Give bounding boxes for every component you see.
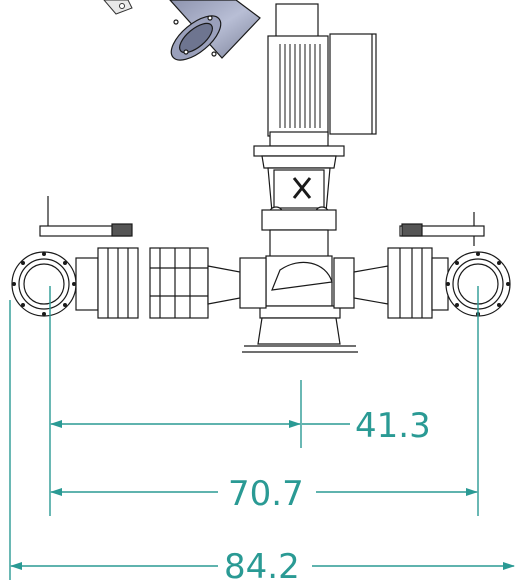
dimension-lines	[10, 420, 515, 570]
dimension-label-70-7: 70.7	[228, 474, 304, 514]
dimension-label-84-2: 84.2	[224, 547, 300, 587]
small-bracket-fragment	[103, 0, 133, 15]
extension-lines	[9, 286, 479, 580]
pump-head	[253, 145, 345, 261]
right-piping-assembly	[333, 212, 511, 319]
pump-motor	[267, 3, 377, 147]
left-piping-assembly	[11, 196, 267, 319]
pump-casing	[242, 255, 358, 353]
dimension-label-41-3: 41.3	[355, 406, 431, 446]
inclined-pipe-section	[169, 0, 261, 61]
